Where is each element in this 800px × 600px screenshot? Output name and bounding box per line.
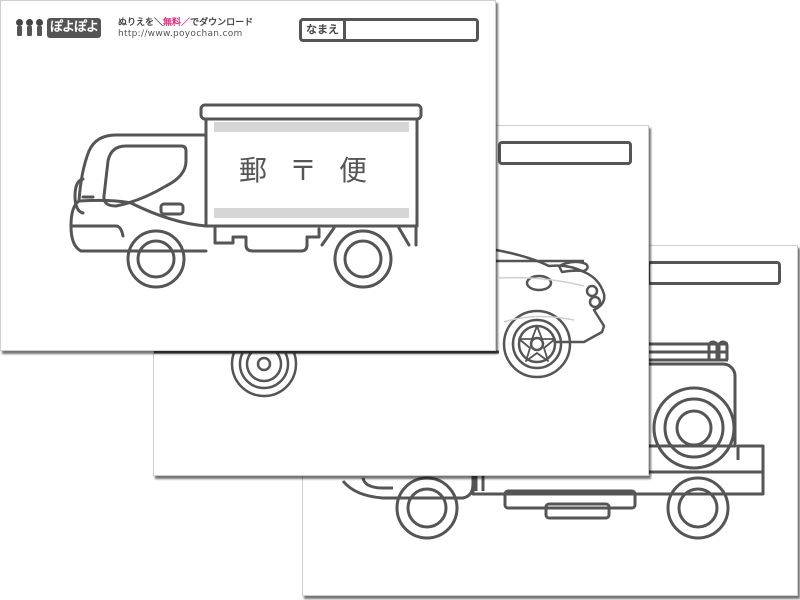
name-field-box: なまえ xyxy=(299,18,479,42)
tagline-prefix: ぬりえを xyxy=(118,18,155,28)
site-logo[interactable]: ぽよぽよ xyxy=(15,18,102,38)
mascot-icon xyxy=(15,19,24,37)
logo-text: ぽよぽよ xyxy=(47,18,102,38)
truck-sign: 郵〒便 xyxy=(239,154,390,187)
sports-car-illustration xyxy=(154,246,606,398)
name-field-box xyxy=(498,141,632,165)
mascot-icon xyxy=(35,19,44,37)
coloring-sheet-mail-truck[interactable]: ぽよぽよ ぬりえを＼無料／でダウンロード http://www.poyochan… xyxy=(0,0,496,351)
mail-truck-illustration xyxy=(69,103,423,289)
tagline-suffix: でダウンロード xyxy=(190,18,254,28)
tagline: ぬりえを＼無料／でダウンロード http://www.poyochan.com xyxy=(118,18,253,40)
mascot-icons xyxy=(15,19,44,37)
tagline-sep1: ＼ xyxy=(154,18,164,28)
name-label: なまえ xyxy=(302,21,346,39)
tagline-sep2: ／ xyxy=(181,18,191,28)
site-url[interactable]: http://www.poyochan.com xyxy=(118,29,243,39)
tagline-highlight: 無料 xyxy=(163,18,182,28)
mascot-icon xyxy=(25,19,34,37)
ladder-truck-illustration xyxy=(341,340,765,540)
